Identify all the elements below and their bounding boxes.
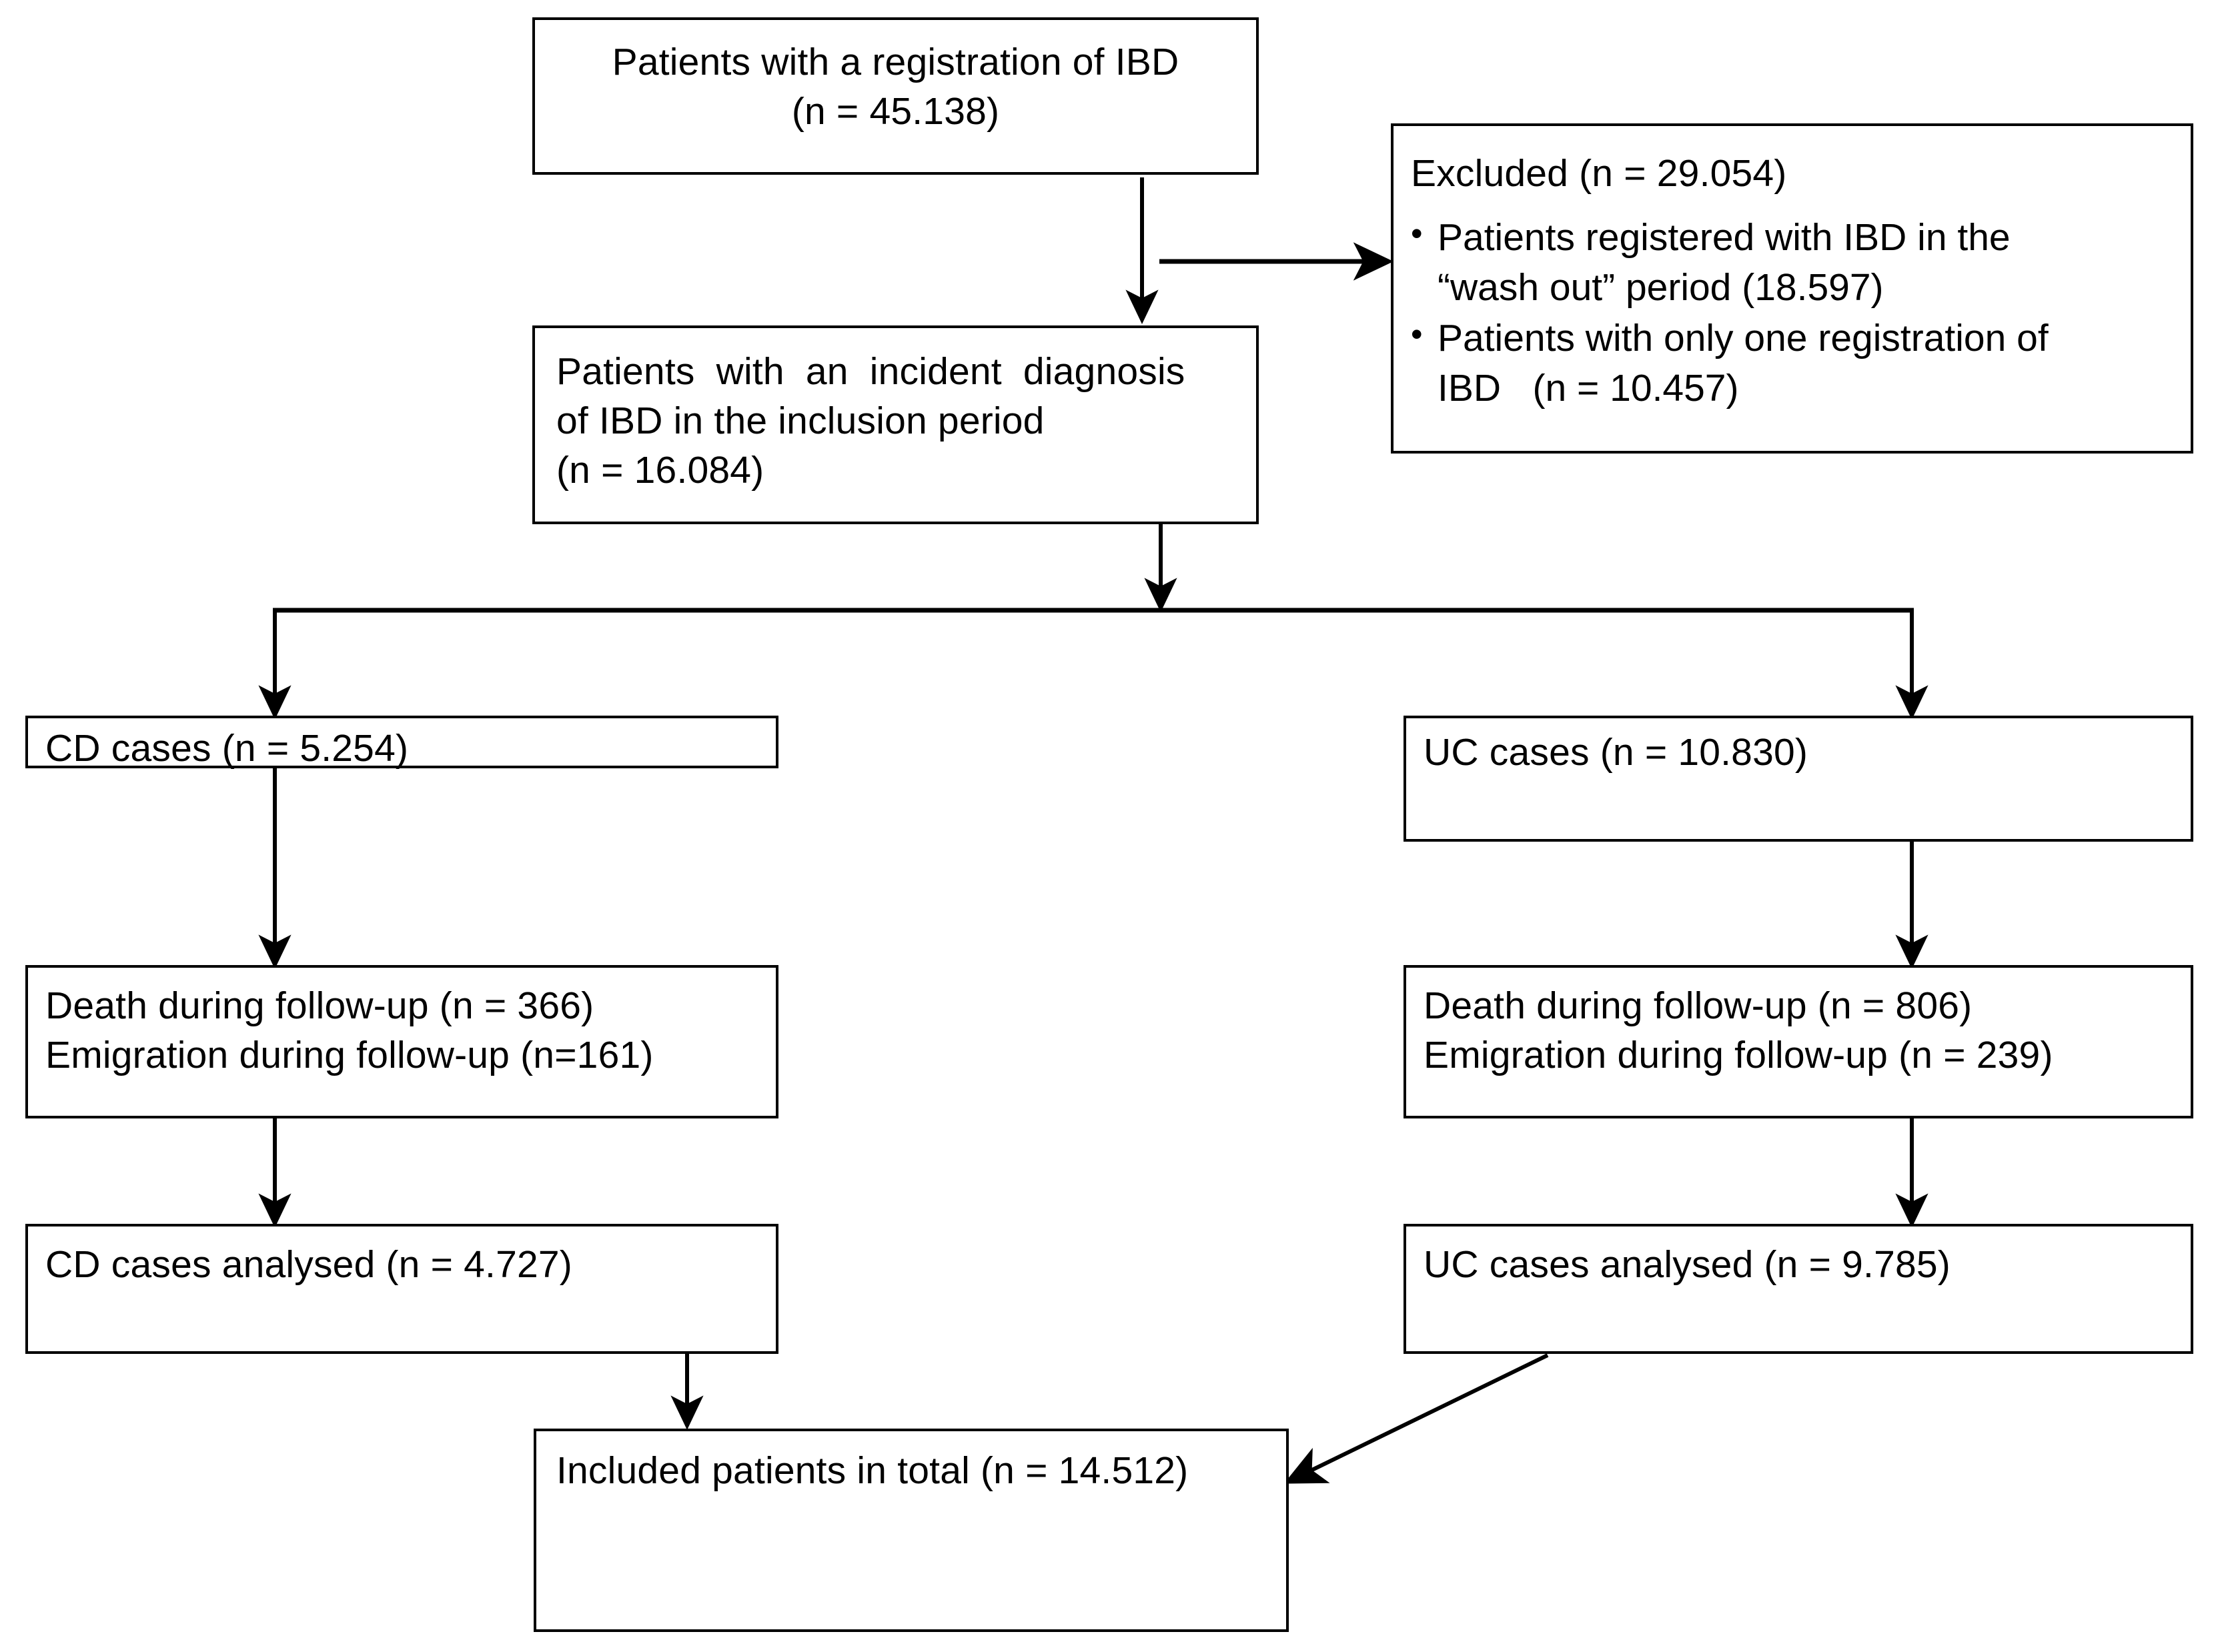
node-registration-line1: Patients with a registration of IBD	[612, 41, 1179, 83]
node-excluded-bullet-2: Patients with only one registration of I…	[1411, 312, 2173, 414]
node-uc-cases[interactable]: UC cases (n = 10.830)	[1404, 716, 2193, 842]
node-incident-line2: of IBD in the inclusion period	[556, 399, 1045, 443]
edge-uc-analysed-to-total	[1283, 1353, 1549, 1484]
node-incident[interactable]: Patients with an incident diagnosis of I…	[532, 325, 1259, 524]
node-excluded-heading: Excluded (n = 29.054)	[1411, 152, 1787, 195]
node-uc-analysed[interactable]: UC cases analysed (n = 9.785)	[1404, 1224, 2193, 1354]
node-cd-cases-line1: CD cases (n = 5.254)	[45, 727, 409, 770]
node-uc-analysed-line1: UC cases analysed (n = 9.785)	[1424, 1243, 1951, 1286]
node-uc-losses-line1: Death during follow-up (n = 806)	[1424, 984, 1973, 1027]
node-cd-analysed[interactable]: CD cases analysed (n = 4.727)	[25, 1224, 778, 1354]
node-uc-losses-line2: Emigration during follow-up (n = 239)	[1424, 1034, 2053, 1077]
node-excluded[interactable]: Excluded (n = 29.054) Patients registere…	[1391, 123, 2193, 454]
node-incident-line1: Patients with an incident diagnosis	[556, 350, 1185, 393]
node-excluded-bullet-1: Patients registered with IBD in the “was…	[1411, 211, 2173, 313]
node-incident-line3: (n = 16.084)	[556, 449, 764, 492]
node-cd-losses-line1: Death during follow-up (n = 366)	[45, 984, 594, 1027]
node-cd-cases[interactable]: CD cases (n = 5.254)	[25, 716, 778, 770]
node-registration-line2: (n = 45.138)	[791, 90, 1000, 133]
node-uc-cases-line1: UC cases (n = 10.830)	[1424, 731, 1808, 774]
node-included-total-line1: Included patients in total (n = 14.512)	[556, 1449, 1189, 1492]
node-cd-losses-line2: Emigration during follow-up (n=161)	[45, 1034, 654, 1077]
node-uc-losses[interactable]: Death during follow-up (n = 806) Emigrat…	[1404, 965, 2193, 1118]
node-cd-losses[interactable]: Death during follow-up (n = 366) Emigrat…	[25, 965, 778, 1118]
node-included-total[interactable]: Included patients in total (n = 14.512)	[534, 1429, 1289, 1632]
node-registration[interactable]: Patients with a registration of IBD (n =…	[532, 17, 1259, 175]
node-cd-analysed-line1: CD cases analysed (n = 4.727)	[45, 1243, 572, 1286]
spacer	[1411, 198, 2173, 213]
